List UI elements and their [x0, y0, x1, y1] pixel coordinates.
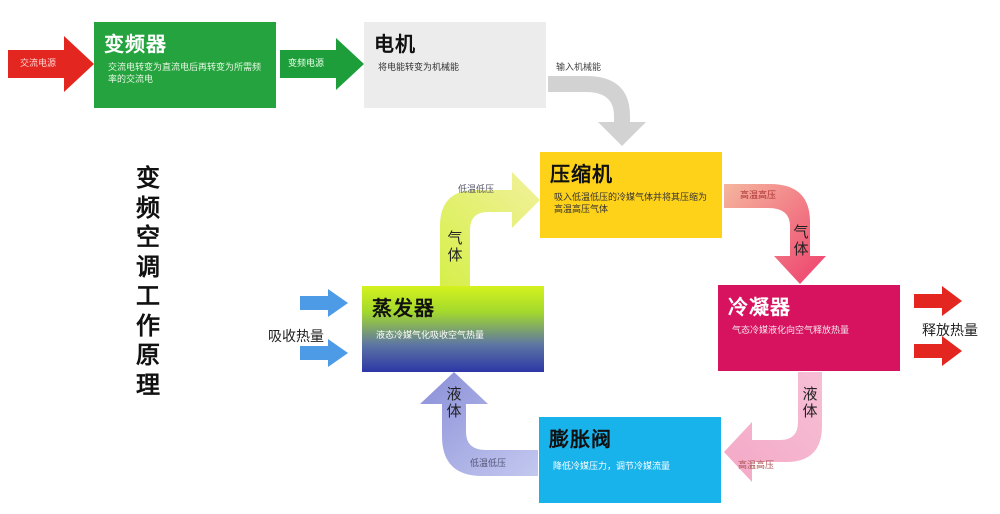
- expansion-valve-box: 膨胀阀 降低冷媒压力，调节冷媒流量: [539, 417, 721, 503]
- compressor-desc: 吸入低温低压的冷媒气体并将其压缩为高温高压气体: [554, 193, 708, 215]
- evap-to-comp-state-label: 气体: [447, 229, 463, 264]
- power-input-label: 交流电源: [20, 59, 57, 69]
- absorb-heat-label: 吸收热量: [268, 329, 324, 345]
- motor-desc: 将电能转变为机械能: [378, 63, 460, 73]
- evaporator-title: 蒸发器: [372, 296, 435, 320]
- condenser-desc: 气态冷媒液化向空气释放热量: [732, 326, 850, 336]
- compressor-to-condenser-arrow: [724, 184, 826, 284]
- motor-to-compressor-label: 输入机械能: [556, 63, 602, 73]
- evap-to-compressor-arrow: [440, 172, 540, 286]
- compressor-title: 压缩机: [550, 162, 613, 186]
- power-input-arrow: [8, 36, 94, 92]
- inverter-title: 变频器: [104, 32, 167, 56]
- motor-box: 电机 将电能转变为机械能: [364, 22, 546, 108]
- condenser-box: 冷凝器 气态冷媒液化向空气释放热量: [718, 285, 900, 371]
- evap-to-comp-temp-label: 低温低压: [458, 185, 495, 195]
- heat-in-arrow-top: [300, 289, 348, 317]
- valve-to-evaporator-arrow: [420, 372, 538, 476]
- inverter-to-motor-label: 变频电源: [288, 59, 325, 69]
- vertical-title: 变频空调工作原理: [136, 164, 160, 399]
- heat-out-arrow-bottom: [914, 336, 962, 366]
- motor-title: 电机: [374, 32, 416, 56]
- evaporator-box: 蒸发器 液态冷媒气化吸收空气热量: [362, 286, 544, 372]
- release-heat-label: 释放热量: [922, 323, 978, 339]
- heat-out-arrow-top: [914, 286, 962, 316]
- expansion-valve-desc: 降低冷媒压力，调节冷媒流量: [553, 462, 671, 472]
- expansion-valve-title: 膨胀阀: [549, 427, 612, 451]
- comp-to-cond-state-label: 气体: [793, 223, 809, 258]
- valve-to-evap-state-label: 液体: [446, 385, 462, 420]
- cond-to-valve-state-label: 液体: [802, 385, 818, 420]
- inverter-to-motor-arrow: [280, 38, 364, 90]
- heat-in-arrow-bottom: [300, 339, 348, 367]
- motor-to-compressor-arrow: [548, 76, 646, 146]
- evaporator-desc: 液态冷媒气化吸收空气热量: [376, 331, 485, 341]
- cond-to-valve-temp-label: 高温高压: [738, 461, 775, 471]
- inverter-desc: 交流电转变为直流电后再转变为所需频率的交流电: [108, 63, 262, 85]
- inverter-box: 变频器 交流电转变为直流电后再转变为所需频率的交流电: [94, 22, 276, 108]
- compressor-box: 压缩机 吸入低温低压的冷媒气体并将其压缩为高温高压气体: [540, 152, 722, 238]
- valve-to-evap-temp-label: 低温低压: [470, 459, 507, 469]
- comp-to-cond-temp-label: 高温高压: [740, 191, 777, 201]
- condenser-title: 冷凝器: [728, 295, 791, 319]
- condenser-to-valve-arrow: [724, 372, 822, 482]
